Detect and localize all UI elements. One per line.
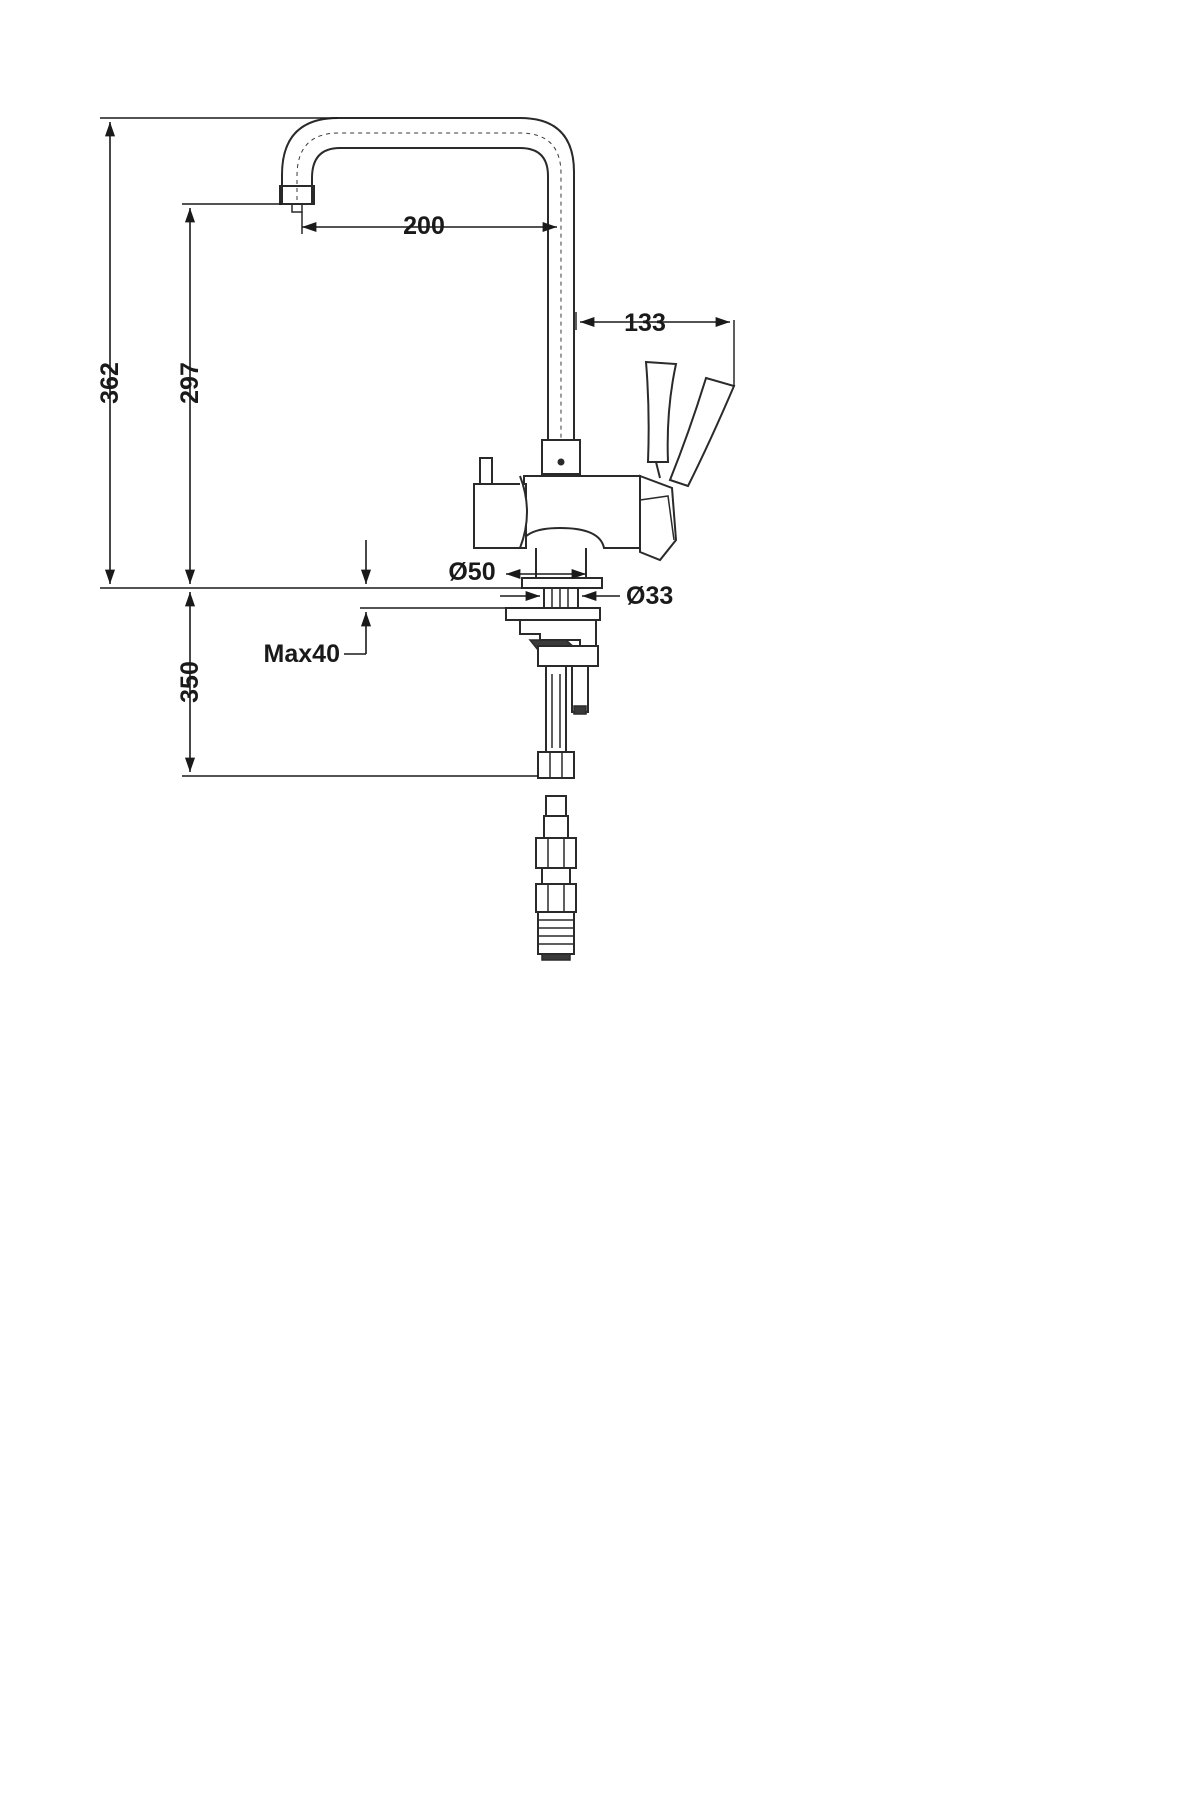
fitting-ring	[541, 867, 571, 885]
body-left-bulge	[519, 475, 528, 549]
hose	[545, 665, 567, 755]
spout-collar	[541, 439, 581, 475]
hose-detail	[551, 674, 561, 748]
aerator-tip	[279, 185, 315, 205]
spout-outer	[281, 117, 575, 440]
handle-pivot-facet	[639, 495, 675, 541]
dimension-lines	[100, 117, 735, 777]
faucet-outline	[279, 117, 736, 579]
faucet-body	[518, 475, 641, 549]
fitting-nut-1	[535, 837, 577, 869]
handle-stem	[655, 461, 661, 479]
lever-blade	[644, 360, 678, 463]
fitting-nut-2	[535, 883, 577, 913]
spout-centerline	[296, 132, 562, 440]
dimension-labels: 362 297 350 200 133 Ø50 Ø33 Max40	[96, 212, 673, 703]
lower-plate	[505, 607, 601, 621]
mount-bolt	[571, 665, 589, 713]
label-max-deck-thickness: Max40	[264, 640, 340, 668]
aerator-nozzle	[291, 204, 303, 213]
hose-connector-fitting	[535, 795, 577, 961]
fitting-neck	[543, 815, 569, 839]
handle-pivot	[639, 474, 678, 562]
mount-bolt-tip	[573, 705, 587, 715]
fitting-end	[541, 953, 571, 961]
deck-flange	[521, 577, 603, 589]
hose-nut-facets	[549, 752, 563, 778]
fitting-thread-lines	[538, 919, 574, 945]
label-total-height: 362	[96, 362, 124, 404]
lever-arm	[668, 376, 736, 488]
mounting-assembly	[505, 577, 603, 961]
label-hole-diameter: Ø33	[626, 582, 673, 610]
spout-inner	[311, 147, 549, 440]
collar-screw	[557, 458, 565, 466]
body-top-button	[479, 457, 493, 485]
body-left-cartridge	[473, 483, 527, 549]
fitting-thread	[537, 911, 575, 955]
shank-threads	[551, 588, 569, 608]
fitting-tip	[545, 795, 567, 817]
label-base-diameter: Ø50	[448, 558, 495, 586]
threaded-shank	[543, 587, 579, 609]
label-handle-reach: 133	[624, 309, 666, 337]
fitting-nut-1-facets	[547, 838, 565, 868]
label-spout-reach: 200	[403, 212, 445, 240]
hose-nut	[537, 751, 575, 779]
label-spout-height: 297	[176, 362, 204, 404]
label-hose-length: 350	[176, 661, 204, 703]
fitting-nut-2-facets	[547, 884, 565, 912]
clamp-bracket	[519, 619, 597, 649]
mount-nut	[537, 645, 599, 667]
